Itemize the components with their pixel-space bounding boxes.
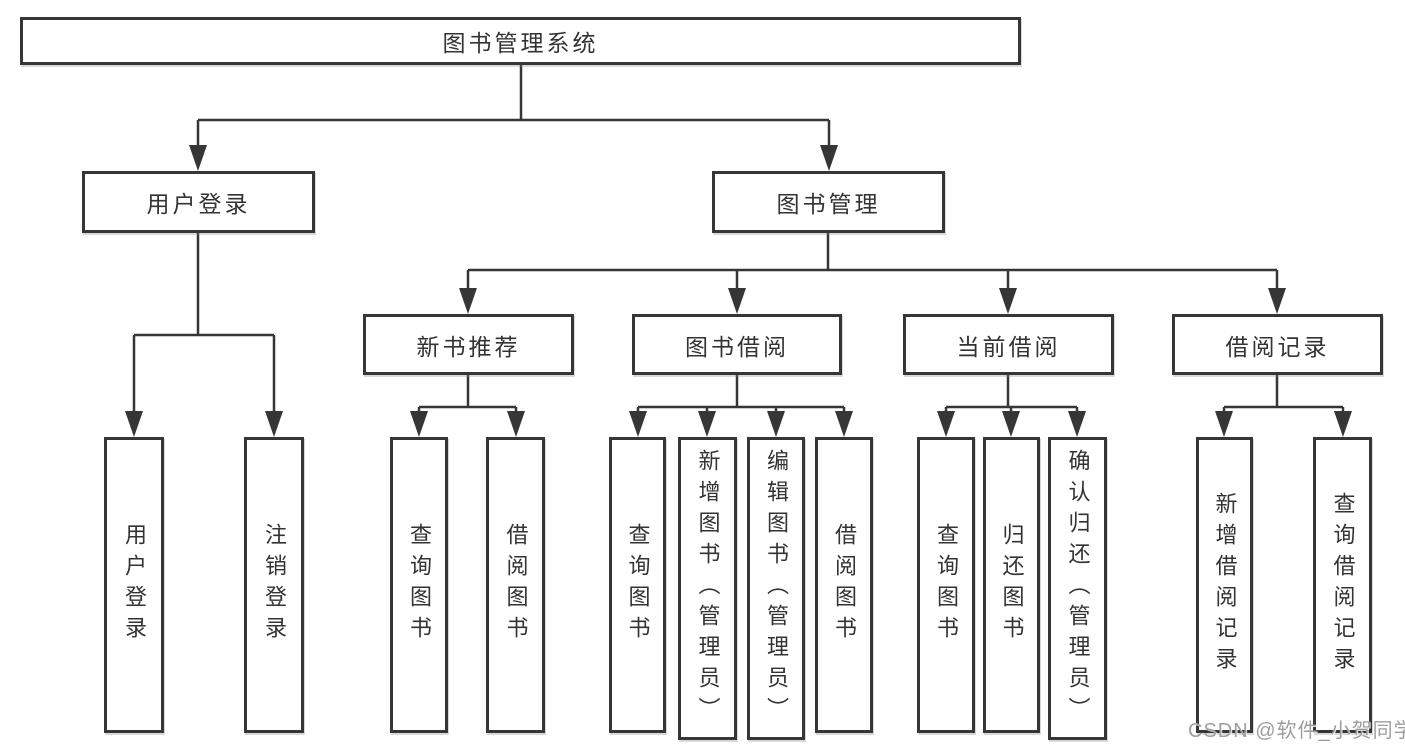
- watermark: CSDN @软件_小贺同学: [1188, 720, 1405, 742]
- edge-borrow-records-branch: [1222, 375, 1345, 413]
- node-current-borrow: 当前借阅: [903, 314, 1114, 375]
- node-new-book-recommend: 新书推荐: [363, 314, 574, 375]
- leaf-query-books-current: 查询图书: [917, 437, 975, 733]
- edge-new-book-recommend-branch: [417, 375, 518, 413]
- edge-root-to-level2: [196, 65, 831, 147]
- node-book-management: 图书管理: [712, 171, 945, 233]
- leaf-borrow-books: 借阅图书: [815, 437, 873, 733]
- edge-book-borrow-branch: [636, 375, 846, 413]
- node-book-borrow: 图书借阅: [632, 314, 842, 375]
- leaf-return-books: 归还图书: [983, 437, 1040, 733]
- leaf-query-books-borrow: 查询图书: [609, 437, 666, 733]
- leaf-logout: 注销登录: [244, 437, 304, 733]
- edge-book-management-branch: [466, 233, 1279, 290]
- node-user-login: 用户登录: [82, 171, 315, 233]
- arrowheads: [125, 145, 1352, 437]
- node-borrow-records: 借阅记录: [1172, 314, 1383, 375]
- leaf-add-book-admin: 新增图书（管理员）: [678, 437, 737, 740]
- edge-user-login-branch: [132, 233, 276, 413]
- leaf-user-login: 用户登录: [104, 437, 164, 733]
- leaf-confirm-return-admin: 确认归还（管理员）: [1048, 437, 1107, 740]
- edge-current-borrow-branch: [944, 375, 1079, 413]
- leaf-edit-book-admin: 编辑图书（管理员）: [747, 437, 805, 740]
- node-root-library-system: 图书管理系统: [20, 17, 1021, 65]
- leaf-borrow-books-recommend: 借阅图书: [486, 437, 545, 733]
- leaf-query-books-recommend: 查询图书: [390, 437, 448, 733]
- leaf-query-borrow-record: 查询借阅记录: [1313, 437, 1372, 733]
- leaf-add-borrow-record: 新增借阅记录: [1196, 437, 1253, 733]
